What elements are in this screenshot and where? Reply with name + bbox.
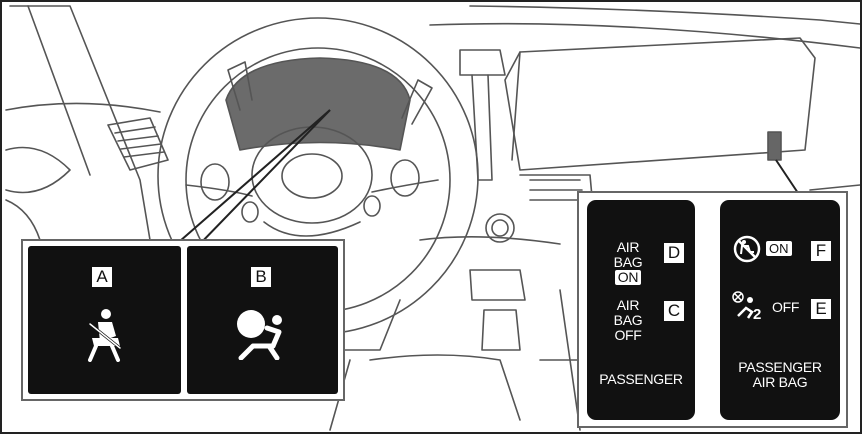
passenger-airbag-on-pill: ON [766,241,792,256]
seatbelt-reminder-icon [82,308,126,362]
passenger-airbag-footer-line1: PASSENGER [738,359,821,375]
airbag-off-line1: AIR BAG [614,297,643,328]
seatbelt-indicator-panel: A [28,246,181,394]
airbag-on-label: AIR BAG ON [601,240,655,285]
passenger-airbag-no-child-seat-icon [732,234,762,264]
passenger-indicator-panel: AIR BAG ON D AIR BAG OFF C PASSENGER [587,200,695,420]
airbag-on-pill: ON [615,270,641,285]
airbag-off-line2: OFF [614,327,641,343]
letter-b: B [250,266,272,288]
letter-c: C [663,300,685,322]
passenger-airbag-footer-line2: AIR BAG [753,374,808,390]
passenger-airbag-indicator-panel: ON F 2 OFF E PASSENGER AIR BAG [720,200,840,420]
srs-airbag-warning-icon [233,306,291,360]
letter-d: D [663,242,685,264]
letter-f: F [810,240,832,262]
passenger-footer: PASSENGER [587,372,695,387]
airbag-off-label: AIR BAG OFF [601,298,655,343]
airbag-on-line1: AIR BAG [614,239,643,270]
passenger-airbag-footer: PASSENGER AIR BAG [720,360,840,390]
letter-a: A [91,266,113,288]
passenger-airbag-off-subscript: 2 [753,306,761,323]
srs-warning-indicator-panel: B [187,246,338,394]
passenger-airbag-off-label: OFF [772,300,799,315]
letter-e: E [810,298,832,320]
